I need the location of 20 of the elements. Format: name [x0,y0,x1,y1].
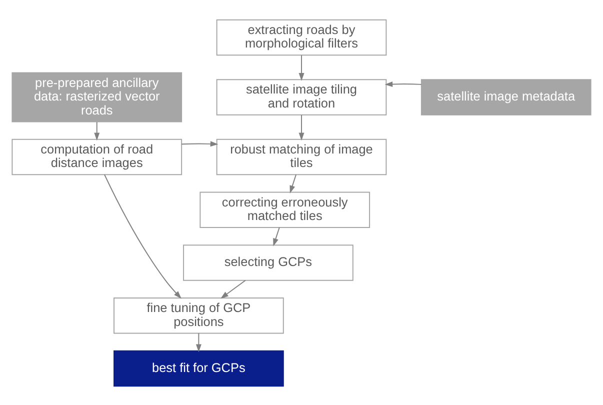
node-box: robust matching of image tiles [216,138,387,175]
node-box: correcting erroneously matched tiles [200,191,370,228]
arrow [196,332,202,352]
node-box: selecting GCPs [183,244,354,280]
arrow [220,279,246,298]
arrow [104,174,182,298]
node-box: best fit for GCPs [114,350,284,386]
arrow [298,54,304,80]
arrow [298,114,304,140]
node-box: extracting roads by morphological filters [216,18,387,56]
node-box: satellite image metadata [420,78,592,115]
node-box: computation of road distance images [12,138,182,175]
node-box: fine tuning of GCP positions [114,296,284,334]
node-box: pre-prepared ancillary data: rasterized vector roads [12,72,182,122]
arrow [273,226,280,246]
arrow [384,80,422,86]
arrow [290,174,297,193]
node-box: satellite image tiling and rotation [216,78,387,115]
arrow [94,121,100,140]
arrow [181,140,218,146]
